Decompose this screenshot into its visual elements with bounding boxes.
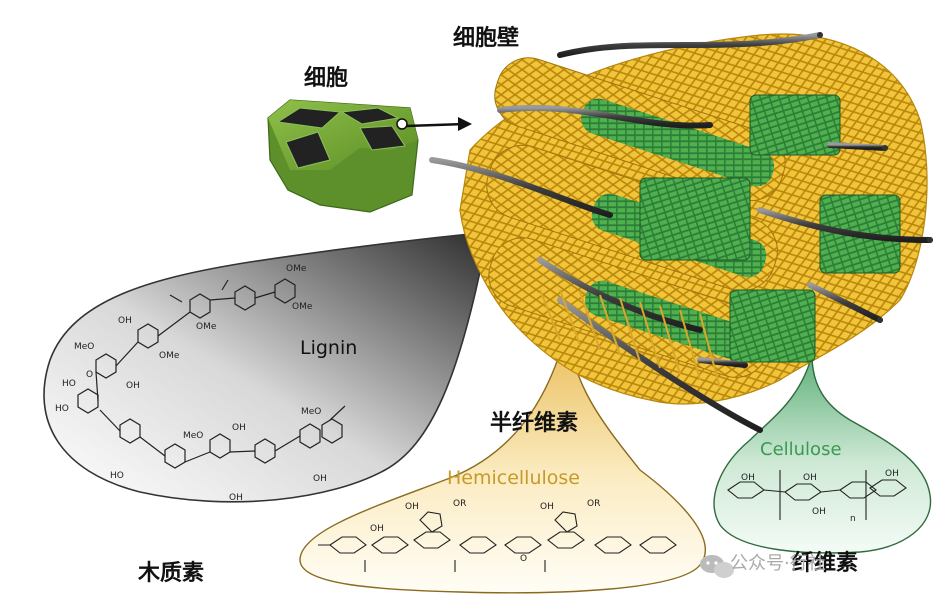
lignin-oh-2: OH: [126, 381, 140, 391]
lignin-ho-3: HO: [110, 471, 124, 481]
cel-oh-4: OH: [812, 507, 826, 517]
hemicellulose-label: Hemicellulose: [447, 467, 580, 489]
hemi-or-1: OR: [453, 499, 467, 509]
watermark: 公众号·行社: [730, 553, 826, 574]
lignin-o: O: [86, 370, 94, 380]
cell-label: 细胞: [304, 66, 349, 91]
lignin-meo-2: MeO: [183, 431, 204, 441]
cellulose-label: Cellulose: [760, 439, 842, 460]
lignin-ho-2: HO: [55, 404, 69, 414]
lignin-structure: [77, 278, 346, 469]
cellulose-bubble: [713, 354, 932, 554]
cellulose-cn-label: 纤维素: [792, 551, 859, 576]
hemi-oh-2: OH: [405, 502, 419, 512]
hemi-oh-3: OH: [540, 502, 554, 512]
hemi-oh-1: OH: [370, 524, 384, 534]
lignin-ome-4: OMe: [159, 351, 180, 361]
hemi-or-2: OR: [587, 499, 601, 509]
lignin-cn-label: 木质素: [138, 561, 205, 586]
cell-wall-fibrils: [429, 32, 933, 433]
hemi-o: O: [520, 554, 528, 564]
lignin-oh-1: OH: [118, 316, 132, 326]
cel-n: n: [850, 514, 856, 524]
lignin-label: Lignin: [300, 337, 358, 359]
lignin-meo-1: MeO: [74, 342, 95, 352]
cel-oh-1: OH: [741, 473, 755, 483]
wechat-icon: [700, 555, 734, 578]
hemicellulose-cn-label: 半纤维素: [490, 411, 579, 436]
lignin-oh-4: OH: [229, 493, 243, 503]
lignin-ho-1: HO: [62, 379, 76, 389]
arrow-icon: [458, 117, 472, 131]
lignin-ome-3: OMe: [196, 322, 217, 332]
lignin-oh-5: OH: [313, 474, 327, 484]
lignin-ome-1: OMe: [286, 264, 307, 274]
cellulose-structure: [727, 470, 907, 520]
lignin-ome-2: OMe: [292, 302, 313, 312]
cel-oh-2: OH: [803, 473, 817, 483]
plant-cell-block: [267, 99, 472, 213]
lignin-meo-3: MeO: [301, 407, 322, 417]
cell-wall-label: 细胞壁: [453, 26, 520, 51]
lignin-oh-3: OH: [232, 423, 246, 433]
cel-oh-3: OH: [885, 469, 899, 479]
hemicellulose-structure: [318, 511, 677, 572]
